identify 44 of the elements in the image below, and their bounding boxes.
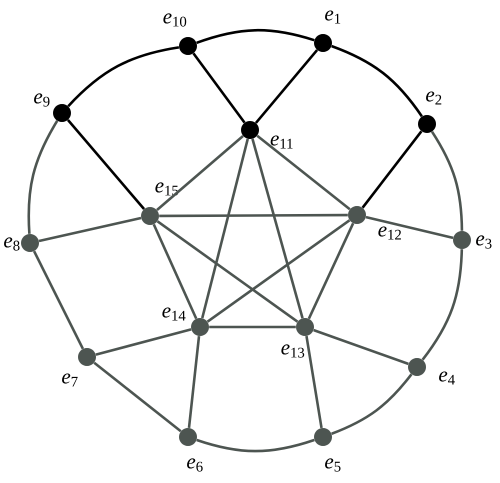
vertex-label: e$_{9}$ — [34, 93, 50, 107]
edge-line — [32, 250, 84, 350]
edge-line — [206, 219, 350, 323]
edge-line — [38, 216, 142, 242]
edge-line — [93, 362, 182, 432]
edge-line — [188, 336, 200, 428]
edge-line — [422, 249, 464, 360]
edge-line — [209, 326, 296, 328]
edge-line — [331, 44, 423, 118]
edge-line — [67, 119, 146, 210]
vertex-label: e$_{5}$ — [325, 458, 341, 472]
vertex-label: e$_{13}$ — [281, 344, 304, 358]
vertex-label: e$_{1}$ — [325, 10, 340, 24]
edge-line — [256, 134, 351, 210]
edge-line — [67, 46, 180, 108]
vertex-label: e$_{14}$ — [162, 308, 186, 320]
edge-line — [152, 224, 198, 320]
edge-line — [254, 49, 318, 124]
edge-line — [366, 216, 454, 240]
edge-line — [331, 374, 412, 435]
edge-line — [156, 220, 298, 323]
edge-line — [159, 214, 348, 218]
edge-line — [96, 328, 192, 356]
vertex-label: e$_{10}$ — [163, 13, 186, 27]
vertex-label: e$_{7}$ — [62, 374, 78, 386]
vertex-label: e$_{11}$ — [270, 136, 293, 148]
vertex-label: e$_{8}$ — [4, 237, 20, 251]
vertex-label: e$_{2}$ — [426, 92, 442, 104]
vertex-label: e$_{6}$ — [187, 458, 203, 472]
vertex-label: e$_{4}$ — [439, 372, 455, 384]
edge-line — [156, 135, 244, 211]
edge-line — [313, 328, 409, 366]
edge-line — [201, 138, 249, 318]
edge-line — [308, 222, 354, 320]
edge-line — [251, 138, 304, 318]
edge-line — [196, 28, 315, 44]
vertex-label: e$_{3}$ — [476, 235, 492, 249]
vertex-label: e$_{12}$ — [378, 226, 401, 240]
edge-line — [430, 131, 464, 231]
edge-line — [362, 130, 422, 208]
edge-line — [196, 438, 315, 452]
edge-line — [305, 336, 323, 428]
edge-line — [192, 52, 246, 124]
edge-line — [27, 120, 58, 234]
